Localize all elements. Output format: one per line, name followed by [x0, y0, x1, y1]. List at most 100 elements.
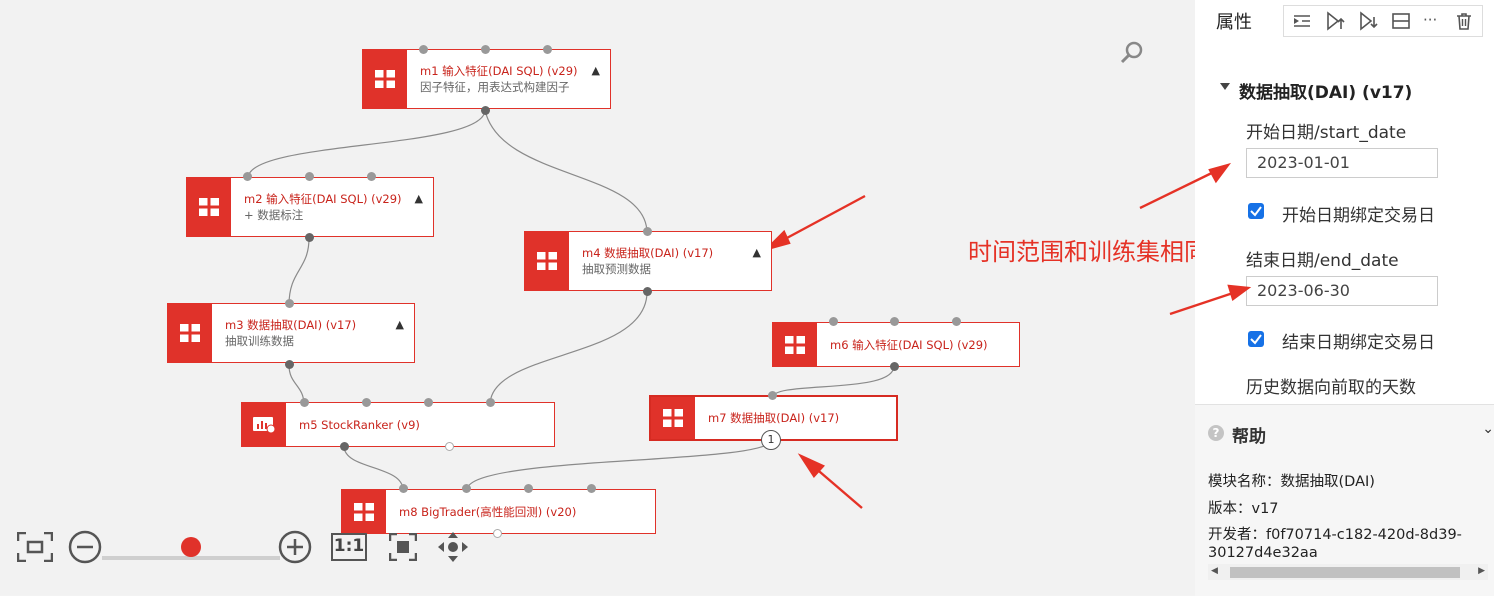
chevron-down-icon[interactable]: ⌄	[1482, 421, 1494, 437]
section-title[interactable]: 数据抽取(DAI) (v17)	[1239, 78, 1412, 103]
search-icon[interactable]	[1120, 40, 1146, 70]
collapse-icon[interactable]: ▲	[591, 64, 600, 77]
data-extract-icon	[525, 232, 569, 290]
history-days-label: 历史数据向前取的天数	[1246, 378, 1416, 398]
input-port[interactable]	[305, 172, 314, 181]
pan-icon[interactable]	[437, 531, 469, 567]
data-extract-icon	[651, 397, 695, 439]
node-m1[interactable]: m1 输入特征(DAI SQL) (v29) 因子特征，用表达式构建因子 ▲	[362, 49, 611, 109]
wire-m1-m4	[484, 109, 648, 234]
end-bind-checkbox[interactable]	[1248, 331, 1264, 347]
node-m8[interactable]: m8 BigTrader(高性能回测) (v20)	[341, 489, 656, 534]
sql-input-icon	[363, 50, 407, 108]
input-port[interactable]	[419, 45, 428, 54]
node-title: m1 输入特征(DAI SQL) (v29)	[420, 64, 578, 78]
fit-screen-icon[interactable]	[16, 531, 54, 566]
node-m4[interactable]: m4 数据抽取(DAI) (v17) 抽取预测数据 ▲	[524, 231, 772, 291]
output-port[interactable]	[890, 362, 899, 371]
input-port[interactable]	[587, 484, 596, 493]
run-up-icon[interactable]	[1325, 11, 1345, 31]
collapse-icon[interactable]: ▲	[414, 192, 423, 205]
input-port[interactable]	[829, 317, 838, 326]
node-m2[interactable]: m2 输入特征(DAI SQL) (v29)+ 数据标注 ▲	[186, 177, 434, 237]
input-port[interactable]	[481, 45, 490, 54]
node-title: m5 StockRanker (v9)	[299, 417, 420, 432]
input-port[interactable]	[462, 484, 471, 493]
scroll-left-icon[interactable]: ◀	[1211, 566, 1218, 576]
annotation-text: 时间范围和训练集相同	[968, 238, 1195, 266]
node-title: m7 数据抽取(DAI) (v17)	[708, 411, 840, 425]
input-port[interactable]	[768, 391, 777, 400]
input-port[interactable]	[952, 317, 961, 326]
node-title: m4 数据抽取(DAI) (v17)	[582, 246, 714, 260]
node-m5[interactable]: m5 StockRanker (v9)	[241, 402, 555, 447]
input-port[interactable]	[362, 398, 371, 407]
scroll-right-icon[interactable]: ▶	[1478, 566, 1485, 576]
zoom-in-icon[interactable]	[278, 530, 312, 568]
split-icon[interactable]	[1391, 11, 1411, 31]
output-port[interactable]	[481, 106, 490, 115]
actual-size-icon[interactable]: 1:1	[331, 533, 367, 561]
more-icon[interactable]: ···	[1423, 11, 1438, 29]
input-port[interactable]	[399, 484, 408, 493]
input-port[interactable]	[643, 227, 652, 236]
data-extract-icon	[168, 304, 212, 362]
input-port[interactable]	[285, 299, 294, 308]
help-version: 版本：v17	[1208, 501, 1279, 517]
help-developer: 开发者：f0f70714-c182-420d-8d39-	[1208, 527, 1462, 543]
wire-m5-m8	[343, 445, 404, 491]
help-icon: ?	[1208, 425, 1224, 441]
panel-toolbar: ···	[1283, 5, 1483, 37]
node-m7[interactable]: m7 数据抽取(DAI) (v17)	[649, 395, 898, 441]
input-port[interactable]	[524, 484, 533, 493]
output-port[interactable]	[285, 360, 294, 369]
input-port[interactable]	[243, 172, 252, 181]
horizontal-scrollbar[interactable]: ◀ ▶	[1208, 564, 1488, 580]
start-bind-label: 开始日期绑定交易日	[1282, 206, 1435, 226]
annotation-arrowhead-m7	[797, 453, 825, 478]
output-count-badge[interactable]: 1	[761, 430, 781, 450]
help-panel: ? 帮助 ⌄ 模块名称：数据抽取(DAI) 版本：v17 开发者：f0f7071…	[1195, 404, 1494, 596]
collapse-icon[interactable]: ▲	[395, 318, 404, 331]
output-port[interactable]	[643, 287, 652, 296]
zoom-slider-thumb[interactable]	[180, 536, 202, 562]
center-icon[interactable]	[388, 532, 418, 565]
scrollbar-thumb[interactable]	[1230, 567, 1460, 578]
node-subtitle: 抽取预测数据	[582, 262, 651, 276]
output-port[interactable]	[445, 442, 454, 451]
indent-icon[interactable]	[1292, 11, 1312, 31]
node-m6[interactable]: m6 输入特征(DAI SQL) (v29)	[772, 322, 1020, 367]
output-port[interactable]	[305, 233, 314, 242]
help-title[interactable]: 帮助	[1232, 427, 1266, 447]
input-port[interactable]	[424, 398, 433, 407]
input-port[interactable]	[543, 45, 552, 54]
input-port[interactable]	[890, 317, 899, 326]
collapse-icon[interactable]: ▲	[752, 246, 761, 259]
input-port[interactable]	[367, 172, 376, 181]
start-date-label: 开始日期/start_date	[1246, 123, 1407, 143]
zoom-out-icon[interactable]	[68, 530, 102, 568]
input-port[interactable]	[300, 398, 309, 407]
stockranker-icon	[242, 403, 286, 446]
start-bind-checkbox[interactable]	[1248, 203, 1264, 219]
wire-m4-m5	[489, 291, 648, 406]
wire-m1-m2	[247, 109, 486, 179]
help-module-name: 模块名称：数据抽取(DAI)	[1208, 474, 1375, 490]
start-date-field[interactable]: 2023-01-01	[1246, 148, 1438, 178]
annotation-arrowhead-m4	[762, 229, 791, 252]
zoom-slider[interactable]	[102, 545, 280, 564]
output-port[interactable]	[340, 442, 349, 451]
run-down-icon[interactable]	[1358, 11, 1378, 31]
node-title: m2 输入特征(DAI SQL) (v29)	[244, 192, 402, 206]
node-subtitle: 抽取训练数据	[225, 334, 294, 348]
node-title: m6 输入特征(DAI SQL) (v29)	[830, 337, 988, 352]
node-m3[interactable]: m3 数据抽取(DAI) (v17)抽取训练数据 ▲	[167, 303, 415, 363]
input-port[interactable]	[486, 398, 495, 407]
section-collapse-icon[interactable]	[1220, 83, 1230, 90]
delete-icon[interactable]	[1454, 11, 1474, 31]
end-bind-label: 结束日期绑定交易日	[1282, 333, 1435, 353]
output-port[interactable]	[493, 529, 502, 538]
node-subtitle: 因子特征，用表达式构建因子	[420, 80, 570, 94]
workflow-canvas[interactable]: m1 输入特征(DAI SQL) (v29) 因子特征，用表达式构建因子 ▲ m2…	[0, 0, 1195, 595]
end-date-field[interactable]: 2023-06-30	[1246, 276, 1438, 306]
